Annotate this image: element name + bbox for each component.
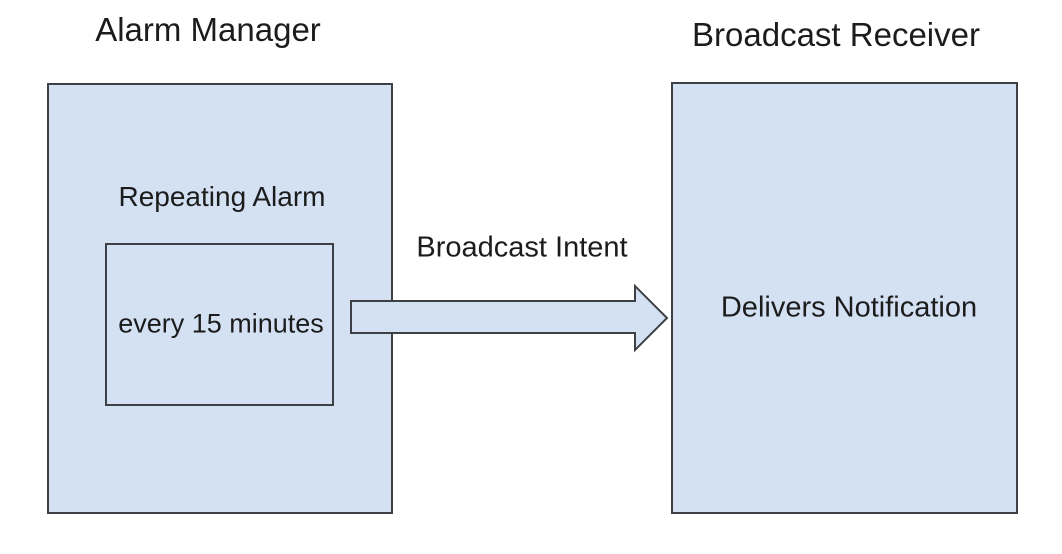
repeat-interval-box (105, 243, 334, 406)
broadcast-receiver-box (671, 82, 1018, 514)
alarm-manager-title: Alarm Manager (95, 11, 321, 49)
right-block-arrow-icon (350, 283, 669, 353)
broadcast-intent-label: Broadcast Intent (416, 231, 628, 264)
repeating-alarm-label: Repeating Alarm (118, 180, 326, 212)
delivers-notification-label: Delivers Notification (720, 291, 978, 324)
broadcast-receiver-title: Broadcast Receiver (692, 16, 980, 54)
repeat-interval-label: every 15 minutes (118, 308, 324, 339)
